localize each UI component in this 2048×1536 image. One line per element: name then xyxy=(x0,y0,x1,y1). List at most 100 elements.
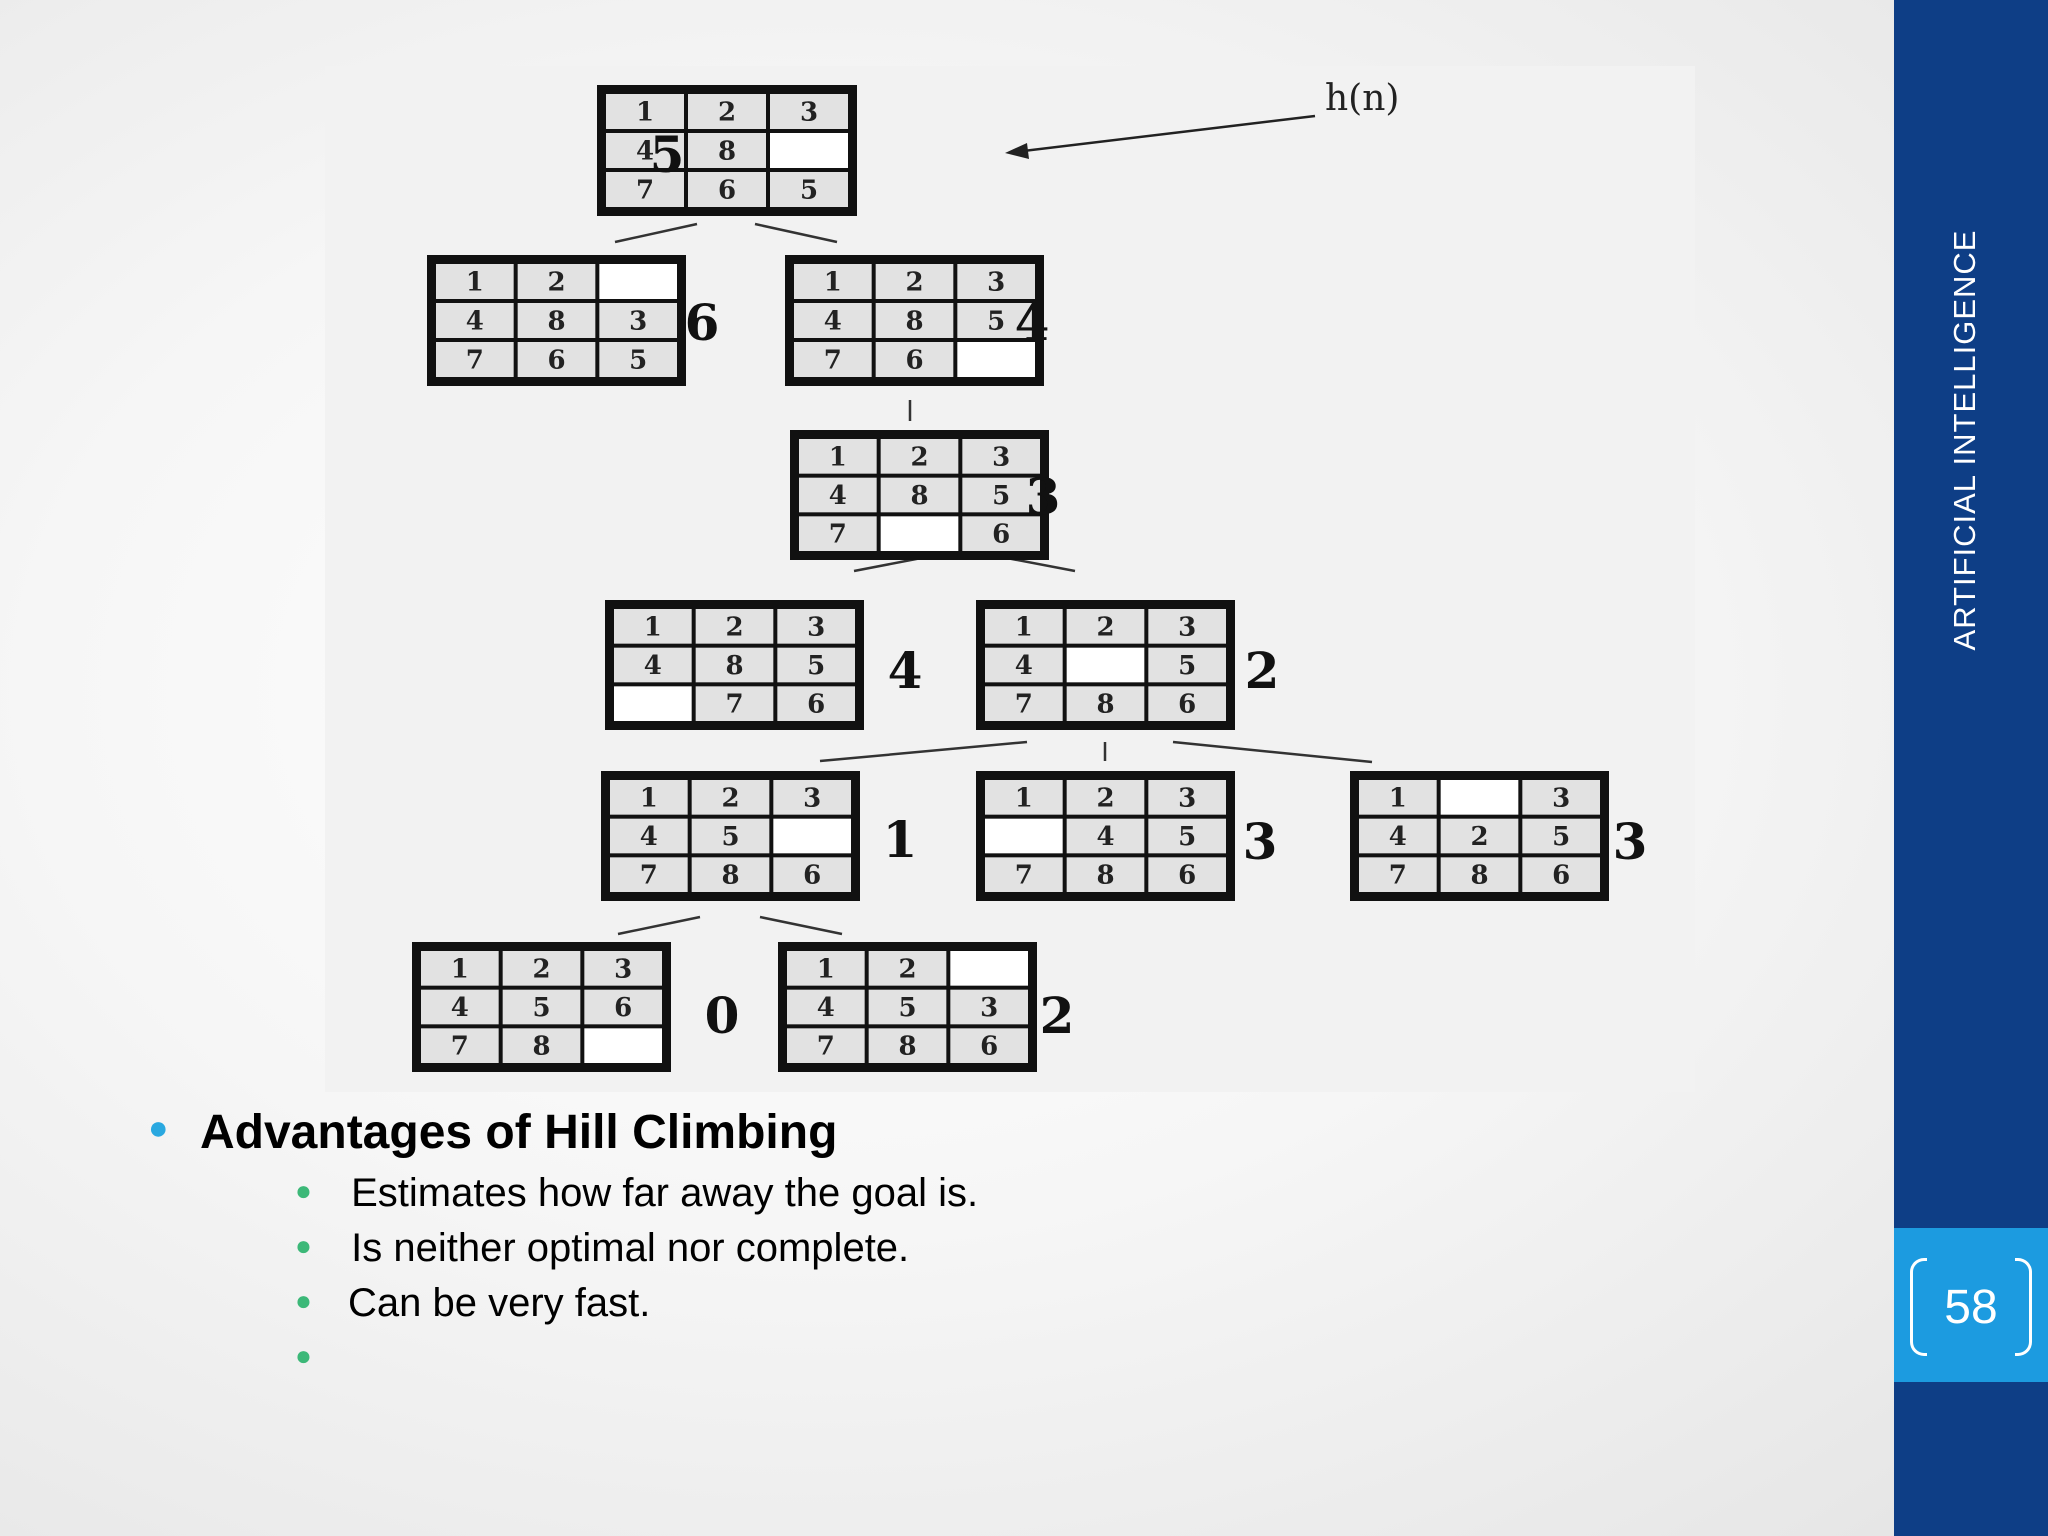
heuristic-value: 5 xyxy=(650,125,685,184)
cell-number: 4 xyxy=(1015,651,1033,681)
puzzle-cell xyxy=(773,780,851,815)
cell-number: 4 xyxy=(640,822,658,852)
cell-number: 7 xyxy=(829,520,847,550)
puzzle-cell xyxy=(1066,686,1145,721)
heading-text: Advantages of Hill Climbing xyxy=(200,1106,838,1159)
puzzle-cell xyxy=(868,989,947,1025)
cell-number: 2 xyxy=(910,442,928,472)
cell-number: 4 xyxy=(644,651,662,681)
cell-number: 7 xyxy=(1015,861,1033,891)
cell-number: 7 xyxy=(1389,861,1407,891)
cell-number: 4 xyxy=(829,481,847,511)
bullet-dot: ● xyxy=(295,1285,312,1316)
cell-number: 7 xyxy=(1015,690,1033,720)
cell-number: 6 xyxy=(718,176,736,206)
puzzle-cell xyxy=(794,264,872,299)
cell-number: 5 xyxy=(1178,651,1196,681)
puzzle-cell xyxy=(606,172,684,207)
page-number-box: 58 xyxy=(1894,1228,2048,1382)
cell-number: 3 xyxy=(1178,783,1196,813)
list-item-text: Estimates how far away the goal is. xyxy=(340,1171,979,1215)
cell-number: 3 xyxy=(807,612,825,642)
cell-number: 8 xyxy=(910,481,928,511)
cell-number: 2 xyxy=(1096,783,1114,813)
puzzle-cell xyxy=(691,857,770,892)
cell-number: 5 xyxy=(1552,822,1570,852)
cell-number: 3 xyxy=(980,993,998,1023)
cell-number: 4 xyxy=(1096,822,1114,852)
cell-number: 3 xyxy=(629,307,647,337)
puzzle-cell xyxy=(868,1028,947,1063)
puzzle-cell xyxy=(787,989,865,1025)
puzzle-cell xyxy=(777,647,855,683)
puzzle-cell xyxy=(799,516,877,551)
puzzle-cell xyxy=(517,303,596,338)
puzzle-cell xyxy=(502,989,581,1025)
puzzle-cell xyxy=(688,172,766,207)
heuristic-value: 0 xyxy=(705,986,740,1045)
cell-number: 5 xyxy=(898,993,916,1023)
puzzle-cell xyxy=(1148,780,1226,815)
heuristic-value: 2 xyxy=(1245,641,1280,700)
cell-number: 1 xyxy=(1389,783,1407,813)
heuristic-value: 1 xyxy=(883,810,918,869)
cell-number: 4 xyxy=(636,137,654,167)
cell-number: 4 xyxy=(1389,822,1407,852)
puzzle-cell xyxy=(875,264,954,299)
blank-cell xyxy=(599,264,677,299)
cell-number: 7 xyxy=(824,346,842,376)
puzzle-cell xyxy=(1359,818,1437,854)
puzzle-cell xyxy=(1440,818,1519,854)
cell-number: 1 xyxy=(824,268,842,298)
cell-number: 6 xyxy=(547,346,565,376)
cell-number: 1 xyxy=(1015,612,1033,642)
hn-arrowhead xyxy=(1005,143,1029,159)
bullet-dot: ● xyxy=(295,1175,312,1206)
cell-number: 2 xyxy=(718,98,736,128)
puzzle-cell xyxy=(950,989,1028,1025)
heading-bullet: ● Advantages of Hill Climbing xyxy=(140,1105,1840,1171)
puzzle-cell xyxy=(1148,647,1226,683)
puzzle-cell xyxy=(599,303,677,338)
cell-number: 6 xyxy=(905,346,923,376)
puzzle-cell xyxy=(517,342,596,377)
cell-number: 5 xyxy=(1178,822,1196,852)
tree-edge xyxy=(614,222,698,244)
bullet-dot: ● xyxy=(295,1230,312,1261)
cell-number: 1 xyxy=(644,612,662,642)
cell-number: 6 xyxy=(1552,861,1570,891)
cell-number: 5 xyxy=(987,307,1005,337)
puzzle-cell xyxy=(777,686,855,721)
cell-number: 3 xyxy=(1178,612,1196,642)
puzzle-cell xyxy=(584,989,662,1025)
sidebar-title: ARTIFICIAL INTELLIGENCE xyxy=(1947,229,1982,651)
puzzle-cell xyxy=(880,477,959,513)
heuristic-value: 3 xyxy=(1026,467,1061,526)
puzzle-cell xyxy=(688,133,766,168)
cell-number: 1 xyxy=(640,783,658,813)
list-item: ● xyxy=(140,1336,1840,1391)
cell-number: 7 xyxy=(636,176,654,206)
puzzle-cell xyxy=(1148,686,1226,721)
puzzle-cell xyxy=(957,303,1035,338)
puzzle-cell xyxy=(880,439,959,474)
cell-number: 6 xyxy=(614,993,632,1023)
list-item-text: Is neither optimal nor complete. xyxy=(340,1226,910,1270)
puzzle-cell xyxy=(421,1028,499,1063)
cell-number: 3 xyxy=(803,783,821,813)
cell-number: 8 xyxy=(898,1032,916,1062)
puzzle-cell xyxy=(794,342,872,377)
puzzle-cell xyxy=(1066,780,1145,815)
puzzle-cell xyxy=(691,818,770,854)
cell-number: 3 xyxy=(1552,783,1570,813)
tree-edge xyxy=(1172,740,1373,764)
tree-edge xyxy=(617,915,701,936)
puzzle-cell xyxy=(584,951,662,986)
heuristic-value: 6 xyxy=(685,293,720,352)
